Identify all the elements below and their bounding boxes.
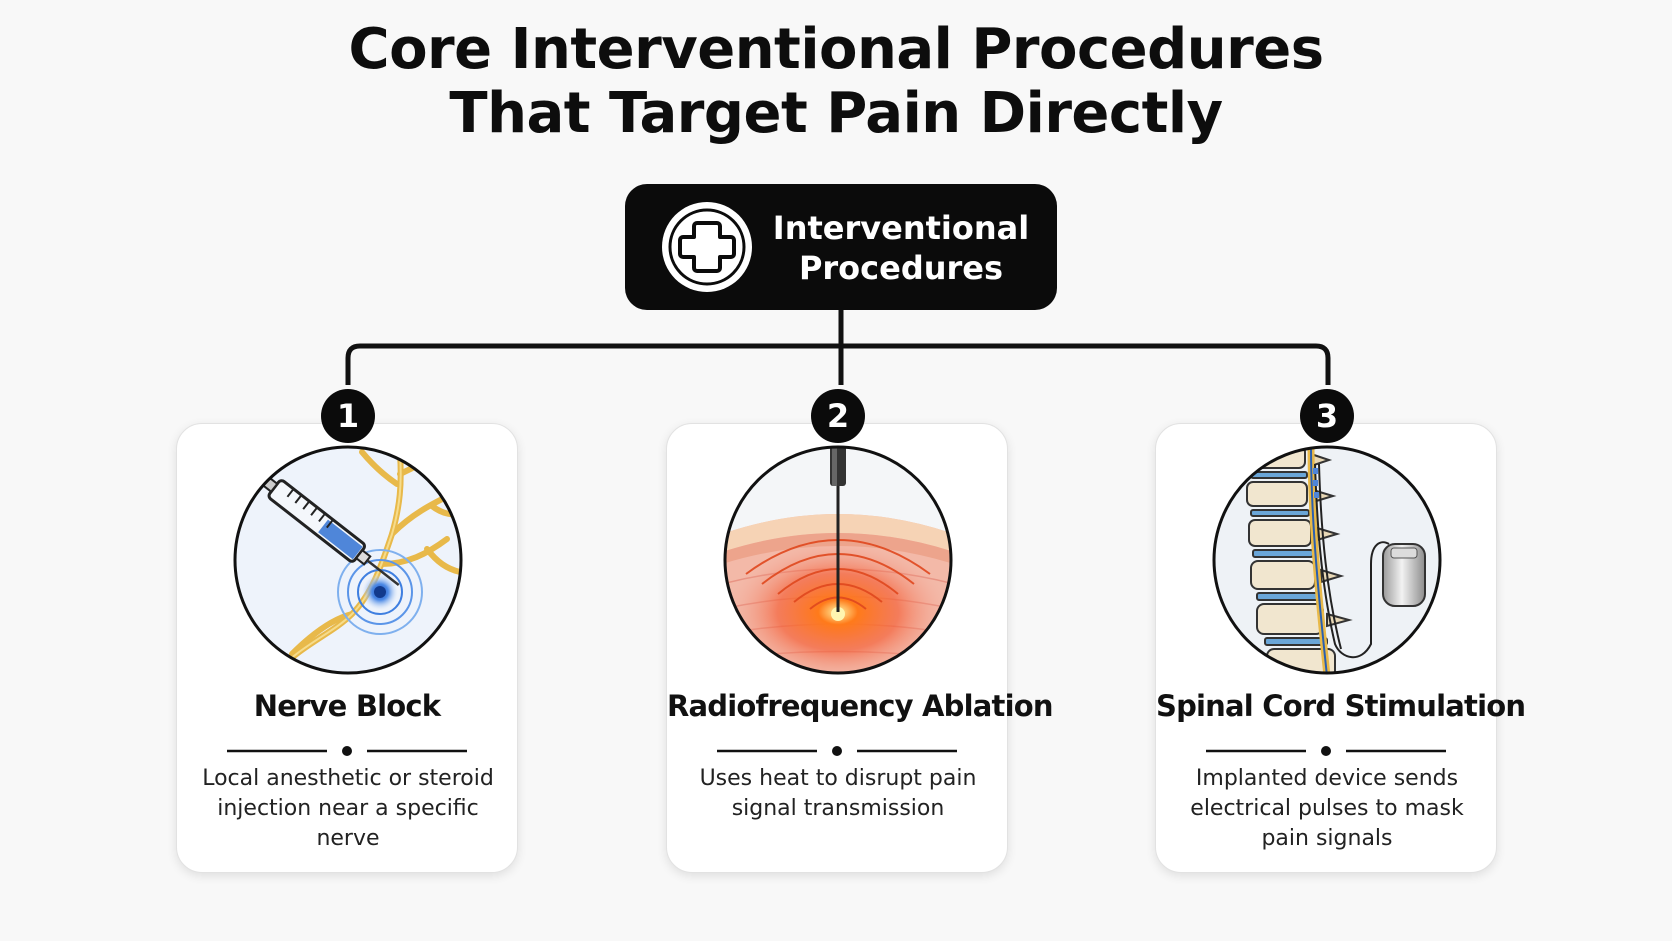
procedure-card-nerve-block: Nerve Block Local anesthetic or steroid … bbox=[176, 423, 518, 873]
procedure-title: Radiofrequency Ablation bbox=[667, 689, 1054, 723]
step-badge-2: 2 bbox=[811, 389, 865, 443]
root-label-line-1: Interventional bbox=[772, 209, 1030, 247]
root-label: Interventional Procedures bbox=[765, 208, 1037, 288]
root-label-line-2: Procedures bbox=[798, 249, 1004, 287]
title-divider bbox=[227, 746, 467, 756]
root-node: Interventional Procedures bbox=[625, 184, 1057, 310]
page-title: Core Interventional Procedures That Targ… bbox=[0, 18, 1672, 146]
page-title-line-1: Core Interventional Procedures bbox=[348, 17, 1324, 82]
heat-probe-tissue-illustration bbox=[723, 445, 953, 675]
procedure-description: Uses heat to disrupt pain signal transmi… bbox=[699, 766, 977, 821]
syringe-nerve-illustration bbox=[233, 445, 463, 675]
procedure-description: Implanted device sends electrical pulses… bbox=[1190, 766, 1464, 851]
procedure-card-spinal-cord-stimulation: Spinal Cord Stimulation Implanted device… bbox=[1155, 423, 1526, 873]
title-divider bbox=[1206, 746, 1446, 756]
connector-branch bbox=[345, 343, 1331, 385]
step-badge-3: 3 bbox=[1300, 389, 1354, 443]
procedure-title: Spinal Cord Stimulation bbox=[1156, 689, 1526, 723]
page-title-line-2: That Target Pain Directly bbox=[449, 81, 1223, 146]
procedure-card-radiofrequency-ablation: Radiofrequency Ablation Uses heat to dis… bbox=[666, 423, 1054, 873]
procedure-title: Nerve Block bbox=[253, 689, 441, 723]
procedure-description: Local anesthetic or steroid injection ne… bbox=[202, 766, 494, 851]
spine-stimulator-illustration bbox=[1212, 445, 1442, 675]
title-divider bbox=[717, 746, 957, 756]
step-badge-1: 1 bbox=[321, 389, 375, 443]
medical-cross-icon bbox=[662, 202, 752, 292]
